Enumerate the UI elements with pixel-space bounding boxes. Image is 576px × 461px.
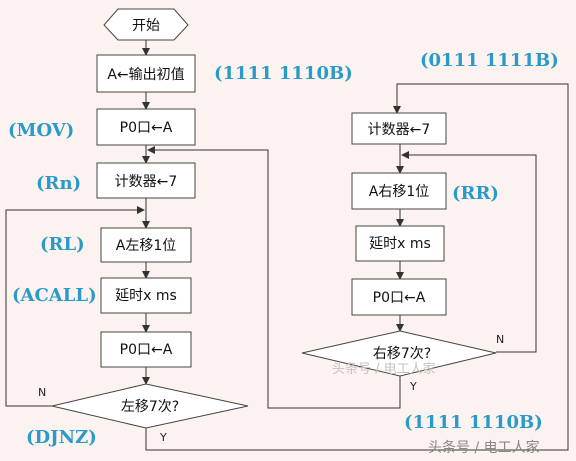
output-box-right: P0口←A xyxy=(351,278,447,316)
delay-box-left: 延时x ms xyxy=(100,277,192,314)
decision-right-label: 右移7次? xyxy=(373,346,431,362)
rotate-right-box: A右移1位 xyxy=(351,172,447,210)
annotation-acall: (ACALL) xyxy=(12,285,97,306)
counter-box-left: 计数器←7 xyxy=(96,162,196,199)
left-yes-label: Y xyxy=(159,431,167,444)
delay-label-right: 延时x ms xyxy=(369,236,431,252)
annotation-rr: (RR) xyxy=(452,183,499,204)
watermark-corner: 头条号 / 电工人家 xyxy=(428,439,540,456)
watermark-center: 头条号 / 电工人家 xyxy=(332,361,436,377)
delay-box-right: 延时x ms xyxy=(355,225,445,262)
counter-label-right: 计数器←7 xyxy=(368,122,431,138)
output-label-2: P0口←A xyxy=(120,342,173,358)
right-no-label: N xyxy=(496,333,504,346)
annotation-rn: (Rn) xyxy=(36,173,81,194)
rotate-left-label: A左移1位 xyxy=(116,238,176,254)
output-box-1: P0口←A xyxy=(96,108,196,146)
delay-label-left: 延时x ms xyxy=(115,288,177,304)
annotation-init-value: (1111 1110B) xyxy=(214,63,353,84)
rotate-left-box: A左移1位 xyxy=(100,227,192,263)
annotation-djnz: (DJNZ) xyxy=(26,427,97,448)
counter-label-left: 计数器←7 xyxy=(115,174,178,190)
annotation-right-init: (0111 1111B) xyxy=(420,50,559,71)
start-label: 开始 xyxy=(132,18,160,34)
rotate-right-label: A右移1位 xyxy=(369,184,429,200)
start-node: 开始 xyxy=(103,8,189,41)
decision-left: 左移7次? xyxy=(51,383,249,429)
output-box-2: P0口←A xyxy=(100,331,192,368)
annotation-rl: (RL) xyxy=(40,234,85,255)
counter-box-right: 计数器←7 xyxy=(351,112,447,145)
init-label: A←输出初值 xyxy=(107,66,184,83)
annotation-bottom-value: (1111 1110B) xyxy=(404,412,543,433)
init-box: A←输出初值 xyxy=(96,54,196,93)
annotation-mov: (MOV) xyxy=(8,120,74,141)
decision-left-label: 左移7次? xyxy=(121,399,179,415)
right-yes-label: Y xyxy=(409,380,417,393)
output-label-right: P0口←A xyxy=(373,290,426,306)
decision-right: 右移7次? xyxy=(301,330,497,377)
left-no-label: N xyxy=(38,386,46,399)
output-label-1: P0口←A xyxy=(120,120,173,136)
